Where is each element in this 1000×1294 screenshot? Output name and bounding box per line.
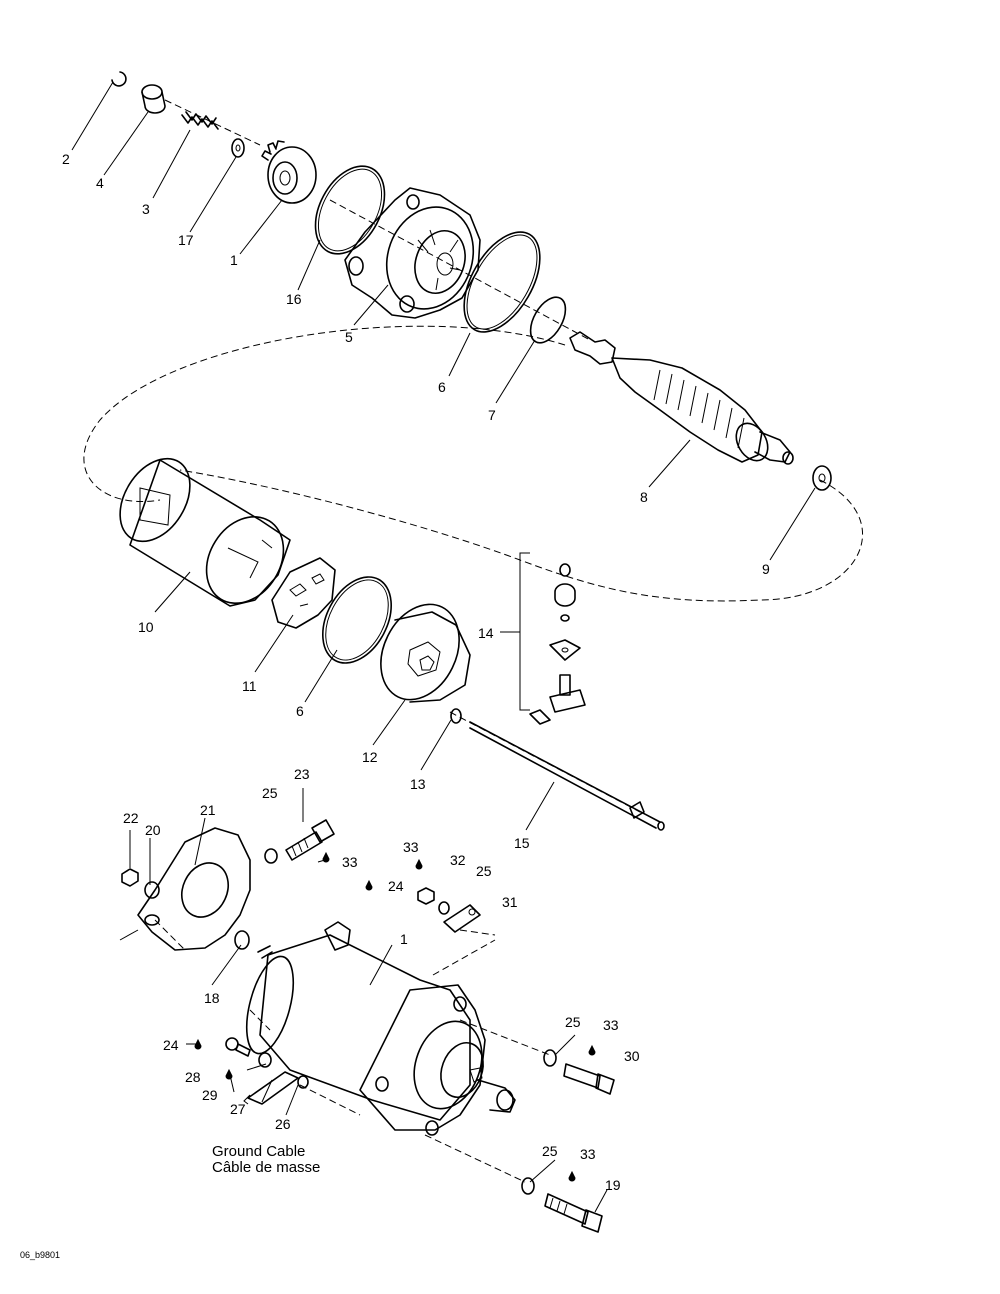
callout-1: 1 <box>400 931 408 947</box>
ground-cable-parts <box>225 1037 309 1105</box>
starter-body <box>245 921 516 1136</box>
callout-33: 33 <box>403 839 419 855</box>
washer-25-lower <box>521 1177 535 1195</box>
callout-18: 18 <box>204 990 220 1006</box>
callout-19: 19 <box>605 1177 621 1193</box>
callout-29: 29 <box>202 1087 218 1103</box>
callout-33: 33 <box>342 854 358 870</box>
mounting-bracket <box>119 827 251 951</box>
washer-25-upper <box>438 901 450 915</box>
callout-23: 23 <box>294 766 310 782</box>
callout-22: 22 <box>123 810 139 826</box>
callout-10: 10 <box>138 619 154 635</box>
callout-9: 9 <box>762 561 770 577</box>
cable-lug-31 <box>443 904 481 933</box>
drive-housing <box>344 187 481 319</box>
washer-20 <box>144 881 160 899</box>
nut-22 <box>121 868 139 887</box>
o-ring-6-middle <box>322 576 392 664</box>
threadlocker-drops <box>194 851 596 1182</box>
callout-1: 1 <box>230 252 238 268</box>
callout-25: 25 <box>262 785 278 801</box>
callout-20: 20 <box>145 822 161 838</box>
bolt-19 <box>544 1193 603 1233</box>
callout-7: 7 <box>488 407 496 423</box>
callout-33: 33 <box>580 1146 596 1162</box>
callout-13: 13 <box>410 776 426 792</box>
callout-33: 33 <box>603 1017 619 1033</box>
callout-17: 17 <box>178 232 194 248</box>
callout-12: 12 <box>362 749 378 765</box>
leader-lines <box>71 81 816 1213</box>
callout-11: 11 <box>242 678 257 694</box>
pinion-spring <box>181 111 219 130</box>
washer-18 <box>234 930 250 950</box>
callout-31: 31 <box>502 894 518 910</box>
callout-5: 5 <box>345 329 353 345</box>
drawing-code: 06_b9801 <box>20 1250 61 1260</box>
caption-french: Câble de masse <box>212 1159 321 1176</box>
callout-21: 21 <box>200 802 216 818</box>
alignment-lines <box>83 99 863 1183</box>
retaining-ring <box>111 71 127 87</box>
callout-30: 30 <box>624 1048 640 1064</box>
armature <box>569 331 794 465</box>
callout-3: 3 <box>142 201 150 217</box>
caption-english: Ground Cable <box>212 1143 306 1160</box>
callout-2: 2 <box>62 151 70 167</box>
terminal-kit <box>500 552 586 725</box>
callout-24: 24 <box>163 1037 179 1053</box>
callout-27: 27 <box>230 1101 246 1117</box>
bolt-30 <box>563 1063 615 1095</box>
pinion-clutch <box>261 140 317 204</box>
callout-26: 26 <box>275 1116 291 1132</box>
o-ring-7 <box>529 296 567 344</box>
callout-15: 15 <box>514 835 530 851</box>
through-bolt <box>469 721 665 831</box>
callout-24: 24 <box>388 878 404 894</box>
callout-16: 16 <box>286 291 302 307</box>
o-ring-13 <box>450 708 462 724</box>
callout-8: 8 <box>640 489 648 505</box>
callout-6: 6 <box>296 703 304 719</box>
washer-9 <box>812 465 832 491</box>
callout-25: 25 <box>476 863 492 879</box>
washer-17 <box>231 138 245 158</box>
brush-plate <box>271 557 336 629</box>
nut-32 <box>417 887 435 905</box>
callout-28: 28 <box>185 1069 201 1085</box>
end-cover <box>380 603 471 703</box>
washer-25-right <box>543 1049 557 1067</box>
screw-23 <box>264 819 335 864</box>
ground-cable-caption: Ground Cable Câble de masse <box>212 1144 320 1176</box>
yoke-housing <box>119 457 291 607</box>
callout-4: 4 <box>96 175 104 191</box>
callout-32: 32 <box>450 852 466 868</box>
callout-25: 25 <box>542 1143 558 1159</box>
stop-collar <box>141 84 166 114</box>
callout-6: 6 <box>438 379 446 395</box>
o-ring-6-top <box>463 231 541 333</box>
callout-25: 25 <box>565 1014 581 1030</box>
callout-14: 14 <box>478 625 494 641</box>
